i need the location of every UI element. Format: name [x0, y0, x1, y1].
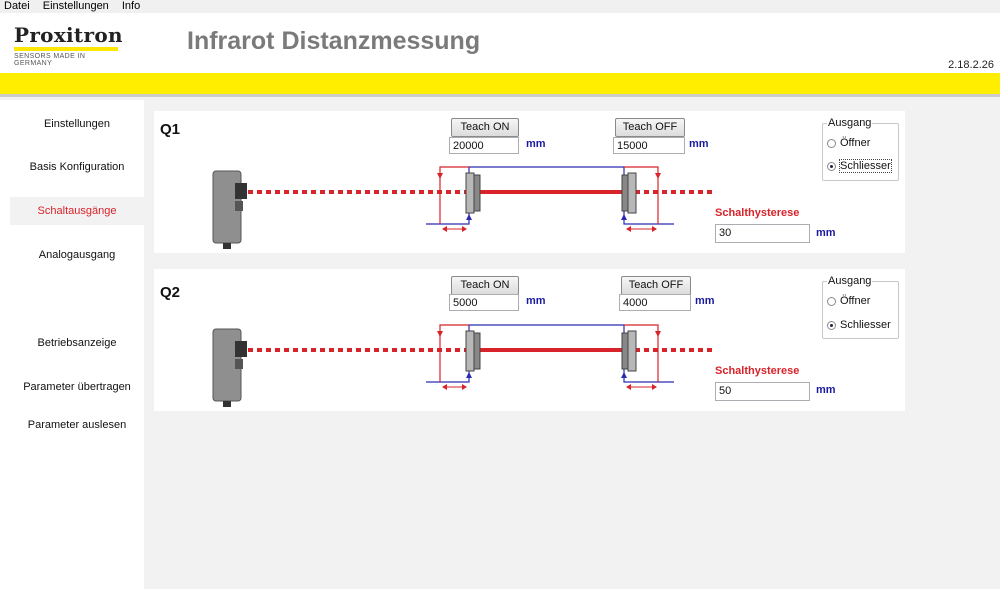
hysteresis-arrowhead-right-a	[626, 226, 631, 232]
sidebar-item-basis-konfiguration[interactable]: Basis Konfiguration	[29, 161, 125, 173]
arrow-down-right	[655, 331, 661, 337]
hysteresis-label: Schalthysterese	[715, 365, 800, 377]
output-panel-q1: Q1 Teach ON 20000 mm Teach OFF 15000 mm …	[154, 111, 905, 253]
sensor-detail	[235, 359, 243, 369]
reflector-off	[627, 330, 637, 372]
ausgang-group: Ausgang Öffner Schliesser	[822, 117, 899, 181]
menu-datei[interactable]: Datei	[4, 0, 30, 12]
teach-on-unit: mm	[526, 138, 546, 150]
teach-off-unit: mm	[695, 295, 715, 307]
app-header: Proxitron SENSORS MADE IN GERMANY Infrar…	[0, 13, 1000, 73]
off-threshold-line-right	[624, 166, 659, 224]
teach-off-button[interactable]: Teach OFF	[621, 276, 691, 295]
teach-off-input[interactable]: 4000	[619, 294, 691, 311]
hysteresis-arrowhead-left-a	[442, 384, 447, 390]
arrow-up-left	[466, 214, 472, 220]
logo-bar	[14, 47, 118, 51]
hysteresis-arrowhead-left-a	[442, 226, 447, 232]
logo-tagline: SENSORS MADE IN GERMANY	[14, 53, 86, 67]
reflector-off-back	[621, 332, 629, 370]
hysteresis-label: Schalthysterese	[715, 207, 800, 219]
on-threshold-line	[426, 324, 674, 383]
teach-on-input[interactable]: 20000	[449, 137, 519, 154]
hysteresis-unit: mm	[816, 384, 836, 396]
hysteresis-input[interactable]: 30	[715, 224, 810, 243]
teach-off-button[interactable]: Teach OFF	[615, 118, 685, 137]
arrow-up-left	[466, 372, 472, 378]
output-label: Q1	[160, 121, 181, 138]
teach-on-button[interactable]: Teach ON	[451, 276, 519, 295]
sensor-detail	[235, 201, 243, 211]
arrow-down-right	[655, 173, 661, 179]
logo-brand: Proxitron	[14, 23, 123, 47]
sidebar-item-parameter-auslesen[interactable]: Parameter auslesen	[27, 419, 127, 431]
arrow-up-right	[621, 214, 627, 220]
sensor-connector	[223, 243, 231, 249]
reflector-off-back	[621, 174, 629, 212]
brand-logo: Proxitron SENSORS MADE IN GERMANY	[14, 25, 124, 67]
reflector-off	[627, 172, 637, 214]
radio-schliesser-dot[interactable]	[827, 320, 836, 330]
radio-schliesser-label: Schliesser	[840, 319, 891, 331]
sensor-connector	[223, 401, 231, 407]
sidebar-item-betriebsanzeige[interactable]: Betriebsanzeige	[37, 337, 117, 349]
sensor-lens	[235, 341, 247, 357]
menu-einstellungen[interactable]: Einstellungen	[42, 0, 109, 12]
ausgang-group-title: Ausgang	[827, 117, 873, 129]
off-threshold-line-left	[439, 324, 469, 382]
hysteresis-arrowhead-left-b	[462, 226, 467, 232]
radio-schliesser[interactable]: Schliesser	[827, 319, 891, 331]
teach-on-button[interactable]: Teach ON	[451, 118, 519, 137]
reflector-on	[465, 330, 475, 372]
teach-on-unit: mm	[526, 295, 546, 307]
radio-oeffner-label: Öffner	[840, 295, 871, 307]
teach-off-unit: mm	[689, 138, 709, 150]
radio-oeffner[interactable]: Öffner	[827, 295, 870, 307]
sidebar-item-schaltausgaenge[interactable]: Schaltausgänge	[10, 197, 144, 225]
radio-schliesser-label: Schliesser	[839, 159, 892, 173]
arrow-down-left	[437, 331, 443, 337]
radio-oeffner-dot[interactable]	[827, 138, 836, 148]
teach-on-input[interactable]: 5000	[449, 294, 519, 311]
menu-info[interactable]: Info	[121, 0, 141, 12]
on-threshold-line	[426, 166, 674, 225]
page-title: Infrarot Distanzmessung	[187, 27, 481, 55]
radio-oeffner-dot[interactable]	[827, 296, 836, 306]
ausgang-group: Ausgang Öffner Schliesser	[822, 275, 899, 339]
banner-divider	[0, 94, 1000, 97]
reflector-on-back	[473, 174, 481, 212]
yellow-banner	[0, 73, 1000, 94]
reflector-on-back	[473, 332, 481, 370]
hysteresis-input[interactable]: 50	[715, 382, 810, 401]
output-panel-q2: Q2 Teach ON 5000 mm Teach OFF 4000 mm Sc…	[154, 269, 905, 411]
arrow-up-right	[621, 372, 627, 378]
output-label: Q2	[160, 284, 181, 301]
radio-schliesser[interactable]: Schliesser	[827, 159, 892, 173]
teach-off-input[interactable]: 15000	[613, 137, 685, 154]
radio-oeffner-label: Öffner	[840, 137, 871, 149]
radio-schliesser-dot[interactable]	[827, 161, 836, 171]
hysteresis-arrowhead-right-a	[626, 384, 631, 390]
sensor-lens	[235, 183, 247, 199]
sidebar: Einstellungen Basis Konfiguration Schalt…	[0, 100, 144, 589]
hysteresis-arrowhead-right-b	[652, 384, 657, 390]
hysteresis-arrowhead-right-b	[652, 226, 657, 232]
radio-oeffner[interactable]: Öffner	[827, 137, 870, 149]
sidebar-item-einstellungen[interactable]: Einstellungen	[43, 118, 111, 130]
ausgang-group-title: Ausgang	[827, 275, 873, 287]
switching-diagram	[212, 324, 712, 407]
version-label: 2.18.2.26	[948, 59, 994, 71]
sidebar-item-parameter-uebertragen[interactable]: Parameter übertragen	[23, 381, 131, 393]
hysteresis-arrowhead-left-b	[462, 384, 467, 390]
switching-diagram	[212, 166, 712, 249]
sidebar-item-analogausgang[interactable]: Analogausgang	[38, 249, 116, 261]
menu-bar: Datei Einstellungen Info	[0, 0, 1000, 13]
arrow-down-left	[437, 173, 443, 179]
off-threshold-line-right	[624, 324, 659, 382]
reflector-on	[465, 172, 475, 214]
hysteresis-unit: mm	[816, 227, 836, 239]
off-threshold-line-left	[439, 166, 469, 224]
